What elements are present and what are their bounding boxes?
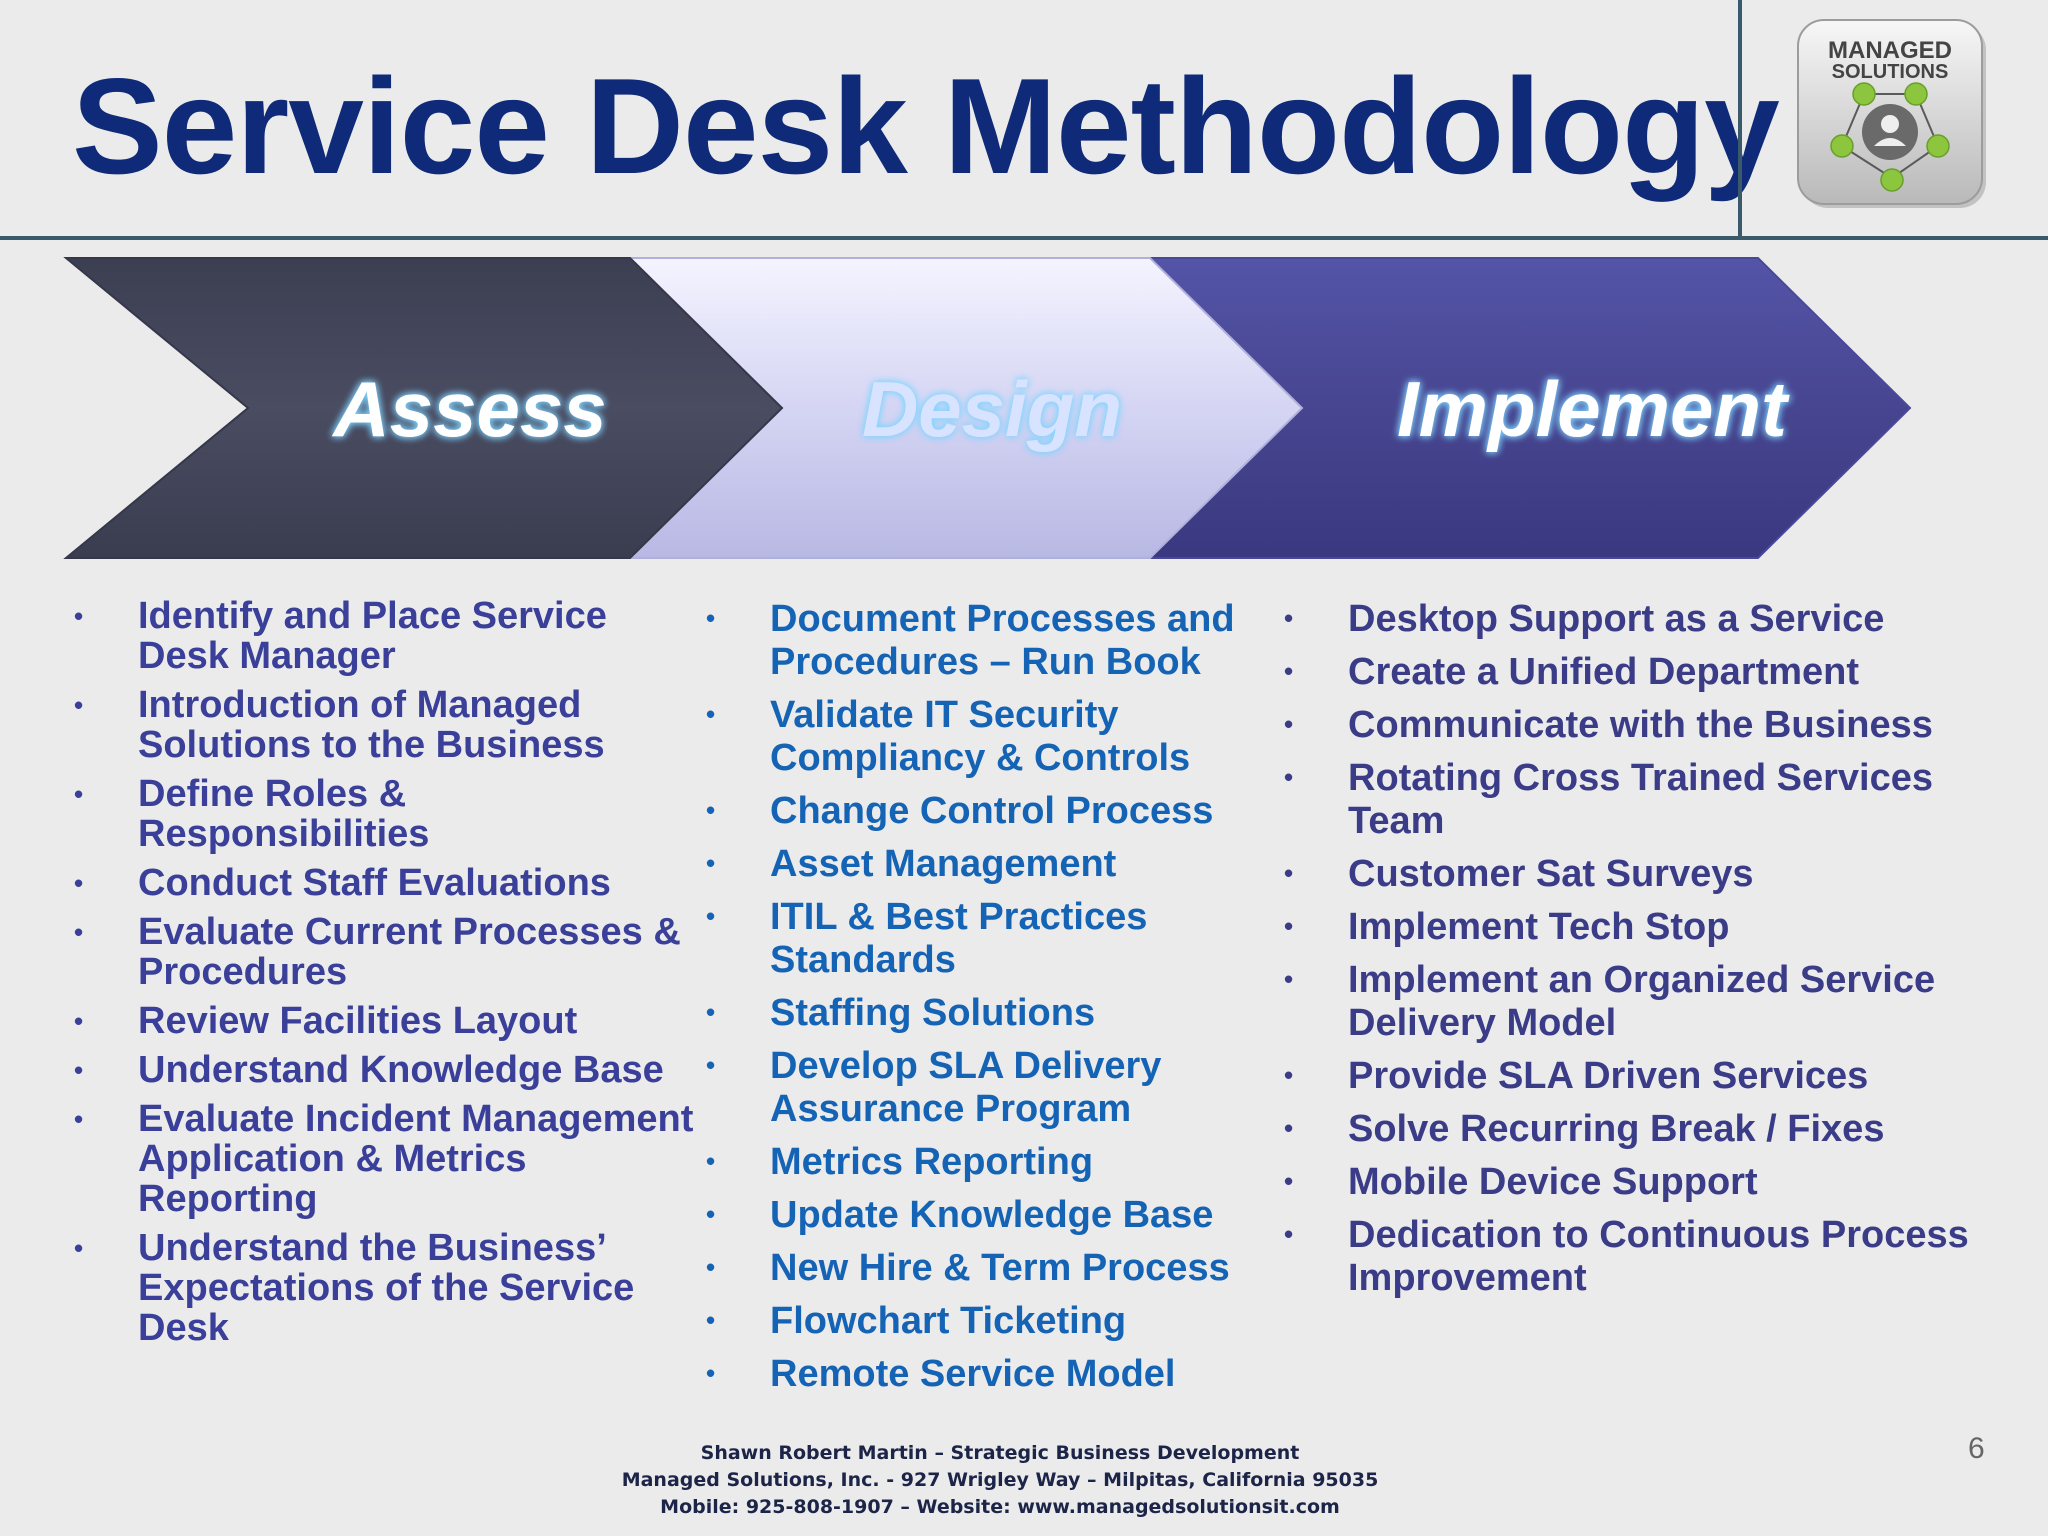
phase-label-assess: Assess xyxy=(331,365,606,453)
bullet-icon: • xyxy=(74,1104,84,1134)
list-item: •Conduct Staff Evaluations xyxy=(74,862,611,904)
bullet-icon: • xyxy=(1284,1166,1294,1196)
list-item: •Implement an Organized Service Delivery… xyxy=(1284,959,1936,1044)
list-item: •Create a Unified Department xyxy=(1284,651,1860,693)
bullet-icon: • xyxy=(1284,1219,1294,1249)
design-task-list: •Document Processes and Procedures – Run… xyxy=(706,598,1266,1406)
chevron-assess xyxy=(63,257,784,559)
bullet-icon: • xyxy=(1284,1060,1294,1090)
list-item: •Mobile Device Support xyxy=(1284,1161,1758,1203)
bullet-icon: • xyxy=(1284,1113,1294,1143)
bullet-icon: • xyxy=(1284,762,1294,792)
list-item: •Dedication to Continuous Process Improv… xyxy=(1284,1214,1969,1299)
bullet-icon: • xyxy=(74,690,84,720)
header-vertical-divider xyxy=(1738,0,1742,238)
list-item: •Solve Recurring Break / Fixes xyxy=(1284,1108,1885,1150)
list-item: •Change Control Process xyxy=(706,790,1214,832)
list-item: •New Hire & Term Process xyxy=(706,1247,1230,1289)
list-item: •Asset Management xyxy=(706,843,1117,885)
list-item: •Understand Knowledge Base xyxy=(74,1049,664,1091)
list-item: •Identify and Place Service Desk Manager xyxy=(74,595,607,677)
list-item: •Desktop Support as a Service xyxy=(1284,598,1885,640)
bullet-icon: • xyxy=(706,901,716,931)
list-item: •Develop SLA Delivery Assurance Program xyxy=(706,1045,1162,1130)
bullet-icon: • xyxy=(74,1006,84,1036)
bullet-icon: • xyxy=(1284,603,1294,633)
footer-line-address: Managed Solutions, Inc. - 927 Wrigley Wa… xyxy=(621,1469,1379,1491)
list-item: •Introduction of Managed Solutions to th… xyxy=(74,684,605,766)
phase-chevrons: Assess Design Implement xyxy=(63,257,1912,559)
page-number: 6 xyxy=(1968,1432,1985,1465)
phase-label-design: Design xyxy=(862,365,1122,453)
bullet-icon: • xyxy=(1284,911,1294,941)
bullet-icon: • xyxy=(74,779,84,809)
bullet-icon: • xyxy=(706,1358,716,1388)
bullet-icon: • xyxy=(706,795,716,825)
bullet-icon: • xyxy=(74,868,84,898)
list-item: •Review Facilities Layout xyxy=(74,1000,578,1042)
bullet-icon: • xyxy=(74,1055,84,1085)
bullet-icon: • xyxy=(1284,709,1294,739)
bullet-icon: • xyxy=(74,1233,84,1263)
list-item: •Flowchart Ticketing xyxy=(706,1300,1127,1342)
list-item: •Document Processes and Procedures – Run… xyxy=(706,598,1235,683)
bullet-icon: • xyxy=(706,1252,716,1282)
bullet-icon: • xyxy=(74,601,84,631)
bullet-icon: • xyxy=(74,917,84,947)
list-item: •ITIL & Best Practices Standards xyxy=(706,896,1148,981)
footer-line-name: Shawn Robert Martin – Strategic Business… xyxy=(700,1442,1300,1464)
list-item: •Provide SLA Driven Services xyxy=(1284,1055,1869,1097)
bullet-icon: • xyxy=(706,603,716,633)
logo-text-line2: SOLUTIONS xyxy=(1832,61,1949,83)
assess-task-list: •Identify and Place Service Desk Manager… xyxy=(74,596,694,1357)
bullet-icon: • xyxy=(706,699,716,729)
list-item: •Define Roles & Responsibilities xyxy=(74,773,430,855)
contact-footer: Shawn Robert Martin – Strategic Business… xyxy=(600,1440,1400,1521)
list-item: •Communicate with the Business xyxy=(1284,704,1933,746)
list-item: •Validate IT Security Compliancy & Contr… xyxy=(706,694,1191,779)
bullet-icon: • xyxy=(706,848,716,878)
bullet-icon: • xyxy=(706,1146,716,1176)
list-item: •Evaluate Current Processes & Procedures xyxy=(74,911,681,993)
bullet-icon: • xyxy=(1284,858,1294,888)
bullet-icon: • xyxy=(706,997,716,1027)
list-item: •Remote Service Model xyxy=(706,1353,1176,1395)
company-logo: MANAGED SOLUTIONS xyxy=(1796,18,1992,214)
list-item: •Customer Sat Surveys xyxy=(1284,853,1754,895)
list-item: •Evaluate Incident Management Applicatio… xyxy=(74,1098,694,1220)
implement-task-list: •Desktop Support as a Service •Create a … xyxy=(1284,598,2024,1310)
bullet-icon: • xyxy=(1284,964,1294,994)
footer-line-contact: Mobile: 925-808-1907 – Website: www.mana… xyxy=(660,1496,1340,1518)
bullet-icon: • xyxy=(706,1050,716,1080)
bullet-icon: • xyxy=(706,1199,716,1229)
list-item: •Rotating Cross Trained Services Team xyxy=(1284,757,1933,842)
bullet-icon: • xyxy=(1284,656,1294,686)
logo-text-line1: MANAGED xyxy=(1828,37,1952,64)
list-item: •Metrics Reporting xyxy=(706,1141,1094,1183)
phase-label-implement: Implement xyxy=(1397,365,1790,453)
list-item: •Implement Tech Stop xyxy=(1284,906,1730,948)
bullet-icon: • xyxy=(706,1305,716,1335)
slide-title: Service Desk Methodology xyxy=(72,50,1780,202)
list-item: •Staffing Solutions xyxy=(706,992,1096,1034)
list-item: •Update Knowledge Base xyxy=(706,1194,1214,1236)
list-item: •Understand the Business’ Expectations o… xyxy=(74,1227,635,1349)
header-divider xyxy=(0,236,2048,240)
